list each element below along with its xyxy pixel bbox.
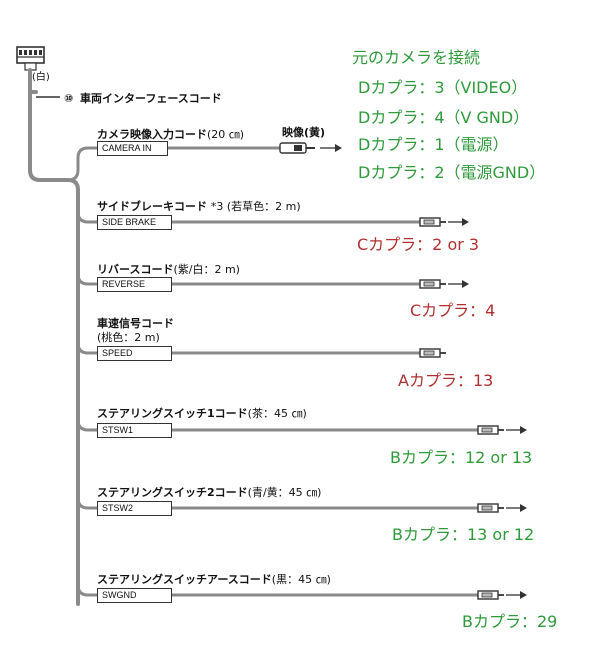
cord-label-swgnd: ステアリングスイッチアースコード(黒：45 ㎝) xyxy=(97,574,331,585)
terminal-core xyxy=(423,219,435,225)
camera-note-line: Dカプラ：3（VIDEO） xyxy=(358,78,528,97)
cord-note-stsw2: Bカプラ：13 or 12 xyxy=(392,525,535,544)
cord-tag-camera-in: CAMERA IN xyxy=(97,141,168,156)
cord-tag-side-brake: SIDE BRAKE xyxy=(97,215,172,230)
cord-tag-speed: SPEED xyxy=(97,346,172,361)
terminal-core xyxy=(423,281,435,287)
cord-tag-reverse: REVERSE xyxy=(97,277,172,292)
cord-name: カメラ映像入力コード xyxy=(97,128,207,141)
cord-detail: *3 (若草色：2 m) xyxy=(210,200,301,213)
camera-branch-wire xyxy=(67,146,280,182)
terminal-core xyxy=(481,592,493,598)
arrow-head-icon xyxy=(520,591,527,599)
camera-note-line: Dカプラ：1（電源） xyxy=(358,135,509,154)
cord-note-swgnd: Bカプラ：29 xyxy=(462,612,558,631)
cord-note-speed: Aカプラ：13 xyxy=(398,371,494,390)
branch-wire xyxy=(76,211,420,224)
arrow-head-icon xyxy=(462,280,469,288)
cord-note-stsw1: Bカプラ：12 or 13 xyxy=(390,448,533,467)
cord-detail: (紫/白：2 m) xyxy=(173,263,240,276)
arrow-head-icon xyxy=(520,426,527,434)
cord-tag-swgnd: SWGND xyxy=(97,588,172,603)
branch-wire xyxy=(76,497,478,510)
main-harness-wire xyxy=(28,68,80,606)
camera-note-line: Dカプラ：4（V GND） xyxy=(358,108,530,127)
arrow-head-icon xyxy=(335,144,342,152)
cord-label-camera-in: カメラ映像入力コード(20 ㎝) xyxy=(97,129,244,140)
cord-detail-speed: (桃色：2 m) xyxy=(97,331,160,344)
connector-title: 車両インターフェースコード xyxy=(80,92,222,105)
branch-wire xyxy=(76,273,420,286)
cord-name: ステアリングスイッチ2コード xyxy=(97,486,248,499)
arrow-head-icon xyxy=(520,504,527,512)
terminal-core xyxy=(481,427,493,433)
terminal-core xyxy=(423,350,435,356)
cord-note-side-brake: Cカプラ：2 or 3 xyxy=(357,235,480,254)
branch-wire xyxy=(76,584,478,597)
rca-plug-icon xyxy=(279,142,307,154)
cord-label-stsw1: ステアリングスイッチ1コード(茶：45 ㎝) xyxy=(97,408,307,419)
branch-wire xyxy=(76,419,478,432)
cord-tag-stsw2: STSW2 xyxy=(97,501,172,516)
cord-name: リバースコード xyxy=(97,263,174,276)
rca-plug-tip xyxy=(294,145,302,151)
arrow-head-icon xyxy=(462,218,469,226)
connector-number: ⑩ xyxy=(64,92,74,105)
cord-note-reverse: Cカプラ：4 xyxy=(410,301,496,320)
connector-color-label: (白) xyxy=(32,72,50,83)
cord-detail: (青/黄：45 ㎝) xyxy=(247,486,322,499)
cord-label-speed: 車速信号コード xyxy=(97,317,174,330)
cord-name: ステアリングスイッチ1コード xyxy=(97,407,248,420)
branch-wire xyxy=(76,342,420,355)
cord-detail: (茶：45 ㎝) xyxy=(247,407,307,420)
cord-name: サイドブレーキコード xyxy=(97,200,207,213)
harness-connector-icon xyxy=(16,46,45,71)
cord-name: ステアリングスイッチアースコード xyxy=(97,573,272,586)
cord-label-reverse: リバースコード(紫/白：2 m) xyxy=(97,264,240,275)
cord-label-stsw2: ステアリングスイッチ2コード(青/黄：45 ㎝) xyxy=(97,487,321,498)
camera-note-line: Dカプラ：2（電源GND） xyxy=(358,163,546,182)
cord-end-label: 映像(黄) xyxy=(282,126,326,139)
cord-label-side-brake: サイドブレーキコード *3 (若草色：2 m) xyxy=(97,201,301,212)
camera-note-heading: 元のカメラを接続 xyxy=(352,48,481,67)
cord-detail: (20 ㎝) xyxy=(207,128,245,141)
terminal-core xyxy=(481,505,493,511)
cord-tag-stsw1: STSW1 xyxy=(97,423,172,438)
cord-detail: (黒：45 ㎝) xyxy=(271,573,331,586)
